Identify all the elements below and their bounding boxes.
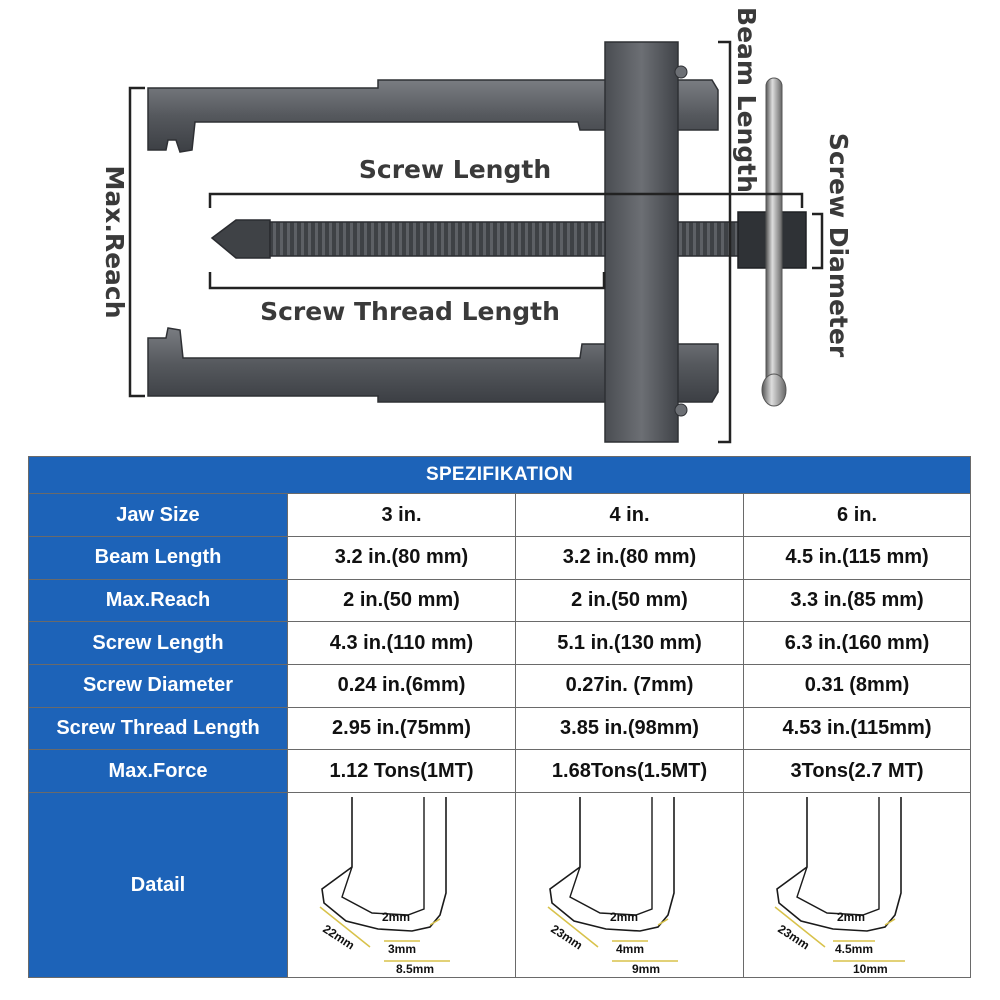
cell-value: 3.85 in.(98mm) bbox=[515, 706, 744, 751]
cell-value: 3Tons(2.7 MT) bbox=[742, 749, 972, 794]
inner-dim: 3mm bbox=[388, 942, 416, 956]
table-row: Screw Length 4.3 in.(110 mm) 5.1 in.(130… bbox=[28, 621, 972, 665]
detail-cell: 2mm 23mm 4.5mm 10mm bbox=[742, 792, 972, 978]
cell-value: 4.5 in.(115 mm) bbox=[742, 535, 972, 580]
jaw-tip-drawing: 2mm 23mm 4.5mm 10mm bbox=[774, 797, 906, 973]
table-title: SPEZIFIKATION bbox=[27, 455, 972, 495]
tip-dim: 2mm bbox=[837, 910, 865, 924]
cell-value: 1.12 Tons(1MT) bbox=[287, 749, 516, 794]
cell-value: 3.2 in.(80 mm) bbox=[515, 535, 744, 580]
tip-dim: 2mm bbox=[382, 910, 410, 924]
table-row: Max.Force 1.12 Tons(1MT) 1.68Tons(1.5MT)… bbox=[28, 749, 972, 794]
cell-value: 5.1 in.(130 mm) bbox=[515, 621, 744, 665]
length-dim: 23mm bbox=[775, 922, 812, 953]
row-label-screw-diameter: Screw Diameter bbox=[28, 663, 288, 708]
table-row-detail: Datail 2mm 22mm 3mm 8.5mm bbox=[28, 792, 972, 978]
cell-value: 2 in.(50 mm) bbox=[287, 578, 516, 623]
row-label-detail: Datail bbox=[28, 792, 288, 978]
outer-dim: 10mm bbox=[853, 962, 888, 973]
puller-diagram: Screw Length Screw Thread Length Max.Rea… bbox=[100, 7, 853, 444]
t-handle bbox=[761, 77, 787, 407]
table-row: Beam Length 3.2 in.(80 mm) 3.2 in.(80 mm… bbox=[28, 535, 972, 580]
cell-value: 4.53 in.(115mm) bbox=[742, 706, 972, 751]
cell-value: 3 in. bbox=[287, 493, 516, 537]
spec-table: SPEZIFIKATION Jaw Size 3 in. 4 in. 6 in.… bbox=[27, 455, 972, 978]
row-label-screw-thread-length: Screw Thread Length bbox=[28, 706, 288, 751]
row-label-max-reach: Max.Reach bbox=[28, 578, 288, 623]
tip-dim: 2mm bbox=[610, 910, 638, 924]
length-dim: 22mm bbox=[320, 922, 357, 953]
inner-dim: 4.5mm bbox=[835, 942, 873, 956]
cell-value: 2.95 in.(75mm) bbox=[287, 706, 516, 751]
length-dim: 23mm bbox=[548, 922, 585, 953]
cell-value: 3.2 in.(80 mm) bbox=[287, 535, 516, 580]
row-label-screw-length: Screw Length bbox=[28, 621, 288, 665]
outer-dim: 9mm bbox=[632, 962, 660, 973]
cell-value: 4.3 in.(110 mm) bbox=[287, 621, 516, 665]
table-row: Max.Reach 2 in.(50 mm) 2 in.(50 mm) 3.3 … bbox=[28, 578, 972, 623]
jaw-tip-drawing: 2mm 22mm 3mm 8.5mm bbox=[319, 797, 450, 973]
cell-value: 4 in. bbox=[515, 493, 744, 537]
detail-cell: 2mm 23mm 4mm 9mm bbox=[515, 792, 744, 978]
cell-value: 2 in.(50 mm) bbox=[515, 578, 744, 623]
outer-dim: 8.5mm bbox=[396, 962, 434, 973]
screw bbox=[210, 211, 807, 269]
upper-jaw bbox=[147, 79, 719, 153]
cell-value: 3.3 in.(85 mm) bbox=[742, 578, 972, 623]
max-reach-label: Max.Reach bbox=[100, 165, 129, 318]
detail-cell: 2mm 22mm 3mm 8.5mm bbox=[287, 792, 516, 978]
cell-value: 6 in. bbox=[742, 493, 972, 537]
row-label-max-force: Max.Force bbox=[28, 749, 288, 794]
cell-value: 0.27in. (7mm) bbox=[515, 663, 744, 708]
screw-length-label: Screw Length bbox=[359, 155, 551, 184]
row-label-beam-length: Beam Length bbox=[28, 535, 288, 580]
table-row: Screw Thread Length 2.95 in.(75mm) 3.85 … bbox=[28, 706, 972, 751]
cell-value: 1.68Tons(1.5MT) bbox=[515, 749, 744, 794]
table-row: Jaw Size 3 in. 4 in. 6 in. bbox=[28, 493, 972, 537]
dimension-lines bbox=[128, 40, 824, 444]
row-label-jaw-size: Jaw Size bbox=[28, 493, 288, 537]
jaw-tip-drawing: 2mm 23mm 4mm 9mm bbox=[547, 797, 678, 973]
screw-thread-length-label: Screw Thread Length bbox=[260, 297, 560, 326]
cell-value: 0.31 (8mm) bbox=[742, 663, 972, 708]
screw-diameter-label: Screw Diameter bbox=[824, 133, 853, 358]
table-row: Screw Diameter 0.24 in.(6mm) 0.27in. (7m… bbox=[28, 663, 972, 708]
cell-value: 0.24 in.(6mm) bbox=[287, 663, 516, 708]
beam-length-label: Beam Length bbox=[732, 7, 761, 193]
vertical-beam bbox=[604, 41, 688, 443]
cell-value: 6.3 in.(160 mm) bbox=[742, 621, 972, 665]
inner-dim: 4mm bbox=[616, 942, 644, 956]
